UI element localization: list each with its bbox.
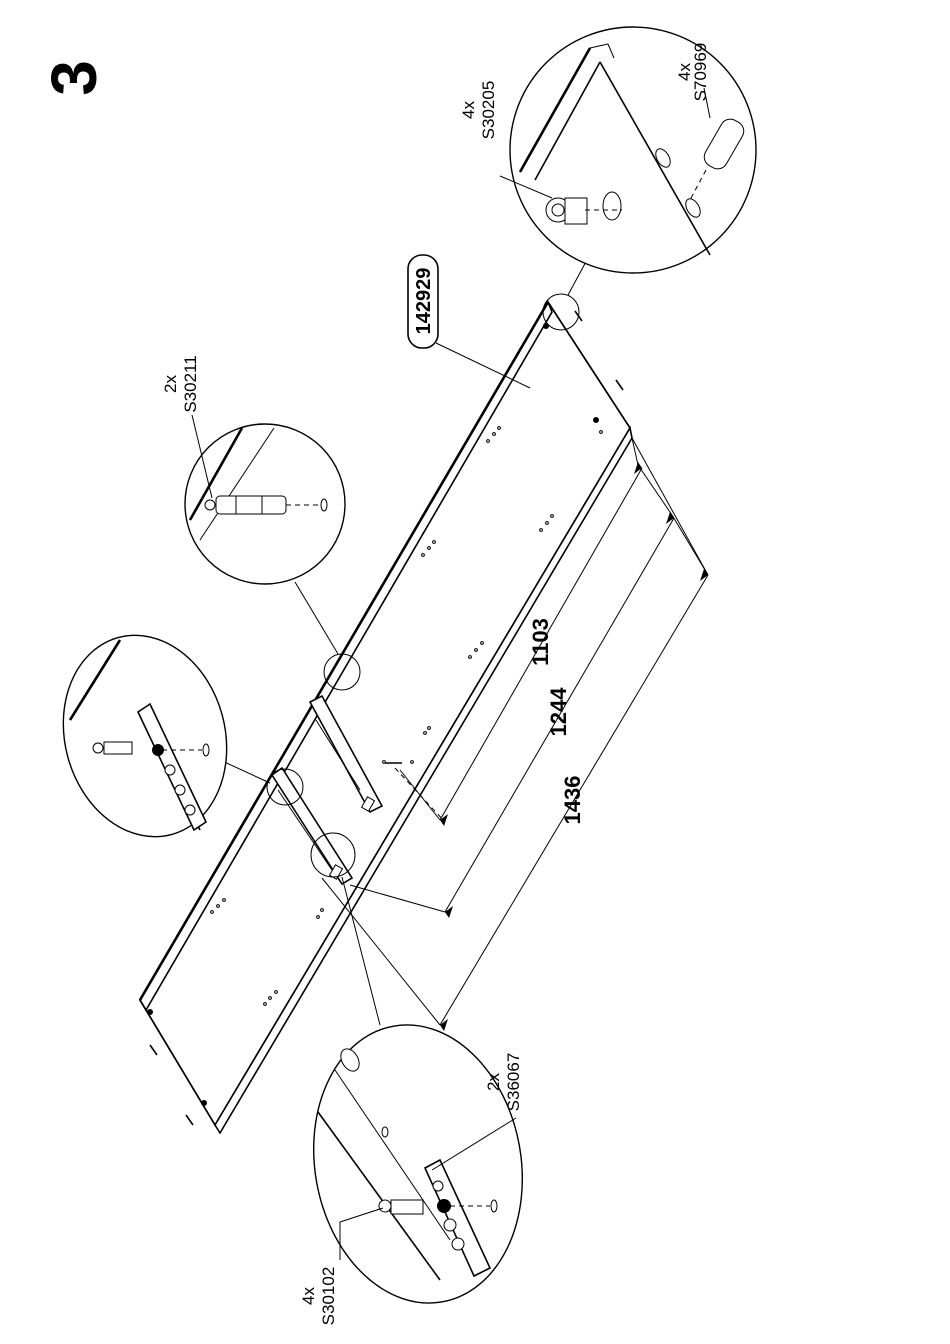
detail-cam-bolt — [185, 415, 345, 584]
cam-bolt-qty: 2x — [161, 375, 180, 393]
dimension-1244: 1244 — [546, 687, 571, 737]
cam-bolt-code: S30211 — [181, 355, 200, 412]
cam-lock-qty: 4x — [459, 101, 478, 119]
dowel-code: S70969 — [691, 43, 710, 102]
dimension-1103: 1103 — [528, 618, 553, 666]
detail-bracket-upper — [41, 617, 248, 855]
bracket-code: S36067 — [504, 1053, 523, 1112]
detail-cam-lock-dowel — [500, 27, 756, 273]
screw-code: S30102 — [319, 1267, 338, 1326]
part-number: 142929 — [413, 268, 435, 335]
bracket-qty: 2x — [484, 1073, 503, 1091]
screw-qty: 4x — [299, 1287, 318, 1305]
step-number: 3 — [38, 60, 110, 96]
cam-lock-code: S30205 — [479, 81, 498, 140]
dimension-1436: 1436 — [560, 776, 585, 825]
